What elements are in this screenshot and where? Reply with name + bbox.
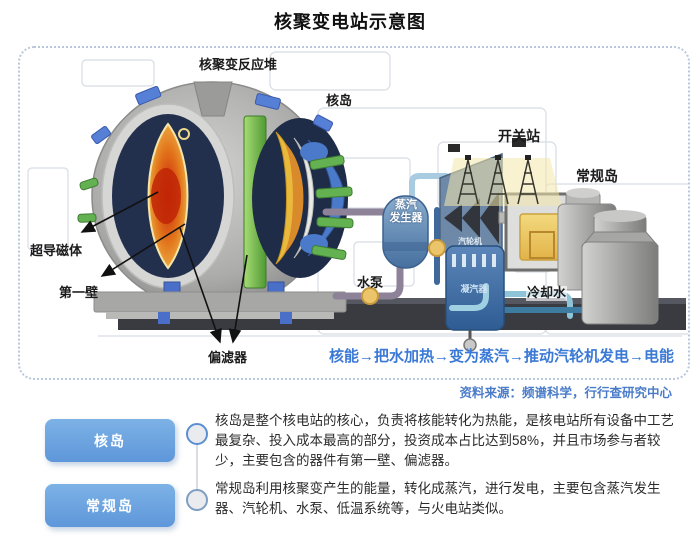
- source-attribution: 资料来源：频谱科学，行行查研究中心: [459, 386, 672, 400]
- shell-ribs: [77, 155, 354, 260]
- label-turbine: 汽轮机: [458, 237, 482, 246]
- label-arrows: [80, 191, 248, 344]
- label-fusion-reactor: 核聚变反应堆: [199, 57, 278, 72]
- nuclear-island-button[interactable]: 核岛: [45, 419, 175, 462]
- legend-connector-line: [196, 440, 198, 502]
- energy-flow-text: 核能→把水加热→变为蒸汽→推动汽轮机发电→电能: [328, 348, 674, 365]
- label-conventional-island: 常规岛: [576, 168, 618, 184]
- page-title: 核聚变电站示意图: [274, 12, 426, 32]
- label-steam-generator-line2: 发生器: [389, 211, 423, 224]
- nuclear-island-description: 核岛是整个核电站的核心，负责将核能转化为热能，是核电站所有设备中工艺最复杂、投入…: [215, 413, 674, 468]
- label-cooling-water: 冷却水: [526, 285, 568, 301]
- switchyard-graphic: [444, 138, 562, 206]
- cooling-towers-graphic: [557, 188, 660, 325]
- label-water-pump: 水泵: [357, 275, 384, 290]
- fusion-plant-diagram: [27, 51, 688, 352]
- label-steam-generator-line1: 蒸汽: [395, 199, 417, 211]
- conventional-island-button[interactable]: 常规岛: [45, 484, 175, 527]
- label-switch-station: 开关站: [498, 128, 540, 144]
- conventional-island-description: 常规岛利用核聚变产生的能量，转化成蒸汽，进行发电，主要包含蒸汽发生器、汽轮机、水…: [215, 481, 661, 516]
- label-first-wall: 第一壁: [59, 285, 99, 300]
- diagram-border: [18, 46, 690, 380]
- steam-generator-graphic: [382, 195, 429, 269]
- legend-bullet-circle-1: [186, 423, 208, 445]
- condenser-graphic: [445, 245, 505, 352]
- blue-fittings: [91, 85, 334, 145]
- label-condenser: 凝汽器: [460, 284, 488, 294]
- label-divertor: 偏滤器: [208, 350, 248, 365]
- label-nuclear-island: 核岛: [326, 93, 353, 108]
- label-steam-generator: 蒸汽 发生器: [381, 199, 431, 224]
- pump-circles: [361, 239, 446, 305]
- tokamak-graphic: [77, 81, 354, 324]
- label-superconducting-magnet: 超导磁体: [30, 243, 83, 258]
- reactor-platform: [93, 291, 347, 313]
- legend-bullet-circle-2: [186, 489, 208, 511]
